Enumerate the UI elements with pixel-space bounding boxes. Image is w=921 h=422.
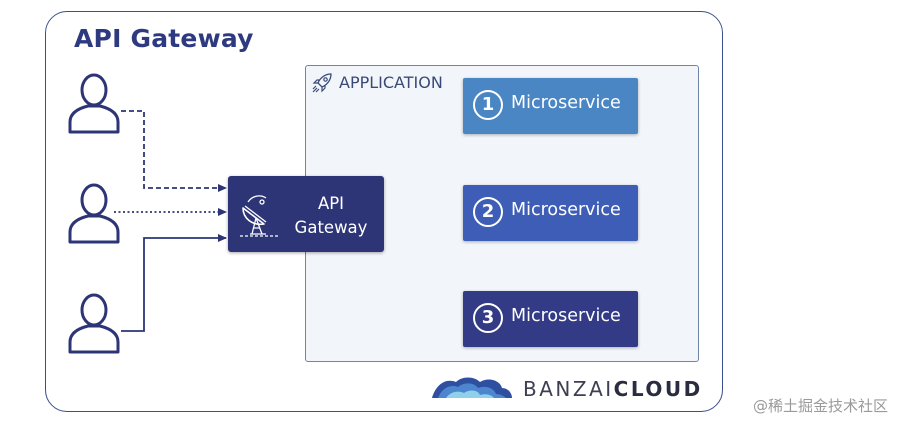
gateway-label-line2: Gateway <box>294 218 368 237</box>
microservice-label: Microservice <box>511 306 621 326</box>
user-icon <box>68 293 120 354</box>
watermark: @稀土掘金技术社区 <box>753 397 889 415</box>
user1-connector <box>121 110 227 192</box>
gateway-label-line1: API <box>317 194 345 213</box>
antenna-icon <box>240 195 278 237</box>
microservice-3: 3 Microservice <box>463 291 638 347</box>
microservice-label: Microservice <box>511 93 621 113</box>
brand-name-light: BANZAI <box>523 377 614 401</box>
microservice-1: 1 Microservice <box>463 78 638 134</box>
api-gateway-node: API Gateway <box>228 176 384 252</box>
brand-name: BANZAICLOUD <box>523 377 703 401</box>
diagram-title: API Gateway <box>74 24 254 53</box>
user-icon <box>68 183 120 244</box>
application-label: APPLICATION <box>339 73 443 92</box>
microservice-number: 3 <box>473 303 503 333</box>
banzaicloud-logo <box>432 377 512 398</box>
user-icon <box>68 73 120 134</box>
microservice-label: Microservice <box>511 200 621 220</box>
microservice-number: 1 <box>473 90 503 120</box>
brand-name-bold: CLOUD <box>613 377 703 401</box>
microservice-2: 2 Microservice <box>463 185 638 241</box>
user3-connector <box>121 234 227 332</box>
rocket-icon <box>312 73 332 93</box>
microservice-number: 2 <box>473 197 503 227</box>
